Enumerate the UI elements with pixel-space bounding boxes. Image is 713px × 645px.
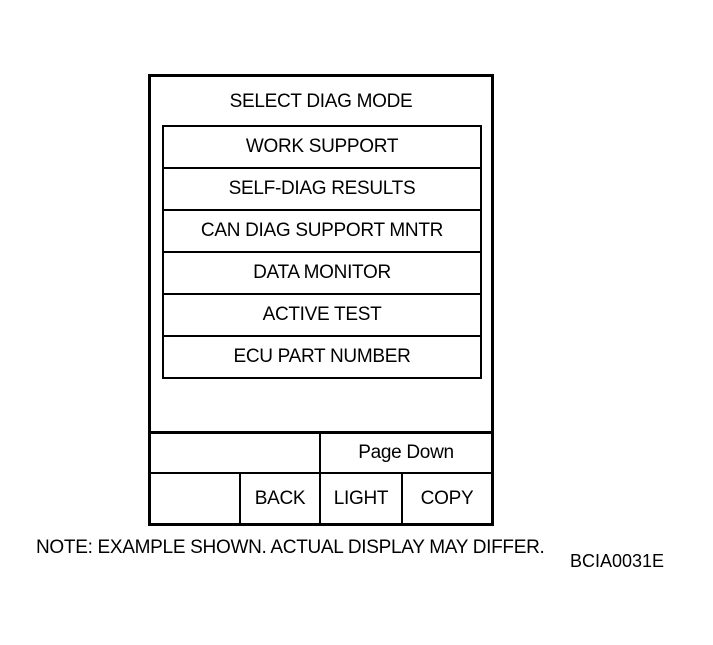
menu-item-ecu-part-number[interactable]: ECU PART NUMBER: [162, 335, 482, 379]
menu-item-work-support[interactable]: WORK SUPPORT: [162, 125, 482, 169]
menu-item-can-diag-support-mntr[interactable]: CAN DIAG SUPPORT MNTR: [162, 209, 482, 253]
back-button[interactable]: BACK: [239, 474, 319, 523]
empty-button-slot: [151, 474, 239, 523]
page-down-button[interactable]: Page Down: [319, 434, 491, 472]
menu-item-data-monitor[interactable]: DATA MONITOR: [162, 251, 482, 295]
figure-code: BCIA0031E: [570, 551, 665, 571]
copy-button[interactable]: COPY: [401, 474, 491, 523]
button-row-bottom: BACK LIGHT COPY: [151, 474, 491, 523]
note-text: NOTE: EXAMPLE SHOWN. ACTUAL DISPLAY MAY …: [36, 537, 545, 558]
menu-item-active-test[interactable]: ACTIVE TEST: [162, 293, 482, 337]
button-row-top: Page Down: [151, 434, 491, 474]
button-bar: Page Down BACK LIGHT COPY: [151, 431, 491, 523]
empty-button-slot: [151, 434, 319, 472]
consult-screen: SELECT DIAG MODE WORK SUPPORT SELF-DIAG …: [148, 74, 494, 526]
screen-title: SELECT DIAG MODE: [229, 91, 413, 112]
menu-item-self-diag-results[interactable]: SELF-DIAG RESULTS: [162, 167, 482, 211]
light-button[interactable]: LIGHT: [319, 474, 401, 523]
diag-mode-menu: WORK SUPPORT SELF-DIAG RESULTS CAN DIAG …: [162, 125, 482, 379]
